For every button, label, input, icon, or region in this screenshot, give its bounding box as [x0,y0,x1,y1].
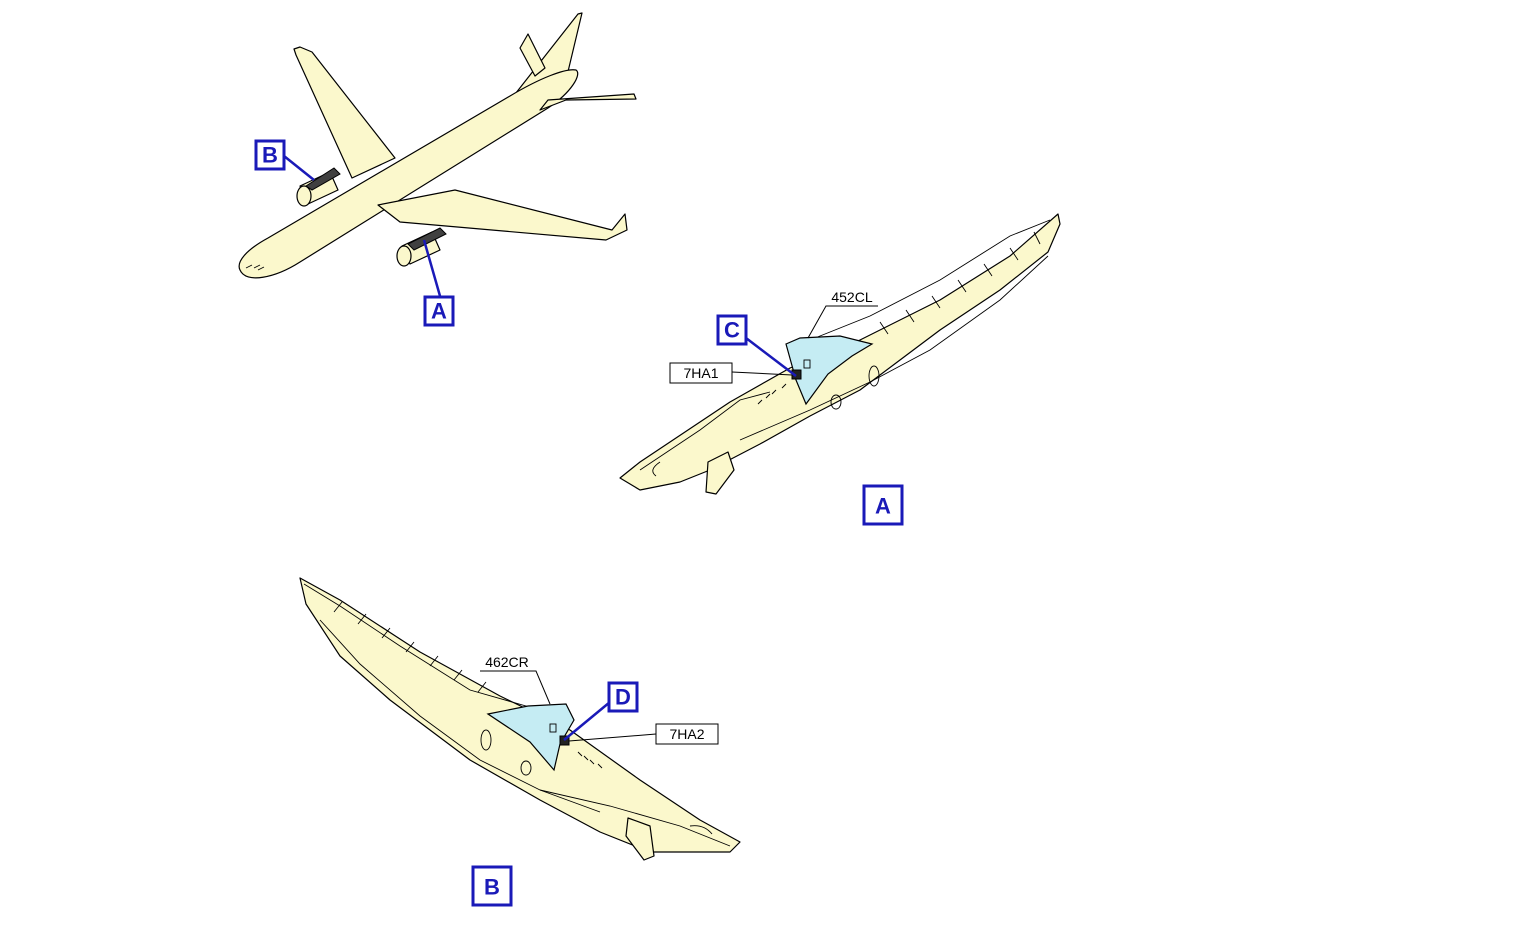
view-b-grille [549,723,557,733]
left-pylon-highlight [305,167,341,191]
view-a-lower-rail [739,255,1049,441]
view-b-462CR-leader [480,670,551,705]
view-b-ribs [333,601,487,693]
view-a-label-box [862,484,904,526]
view-a-louvers [757,383,787,405]
view-b-access-panel-462CR [486,703,575,772]
view-a-c-leader [745,337,797,377]
engine-right [396,227,447,267]
aircraft-a-callout: A [431,299,447,324]
view-a-detail-callout: C [724,318,740,343]
aircraft-b-callout-box [254,139,286,171]
view-a-grille [803,359,811,369]
view-b-7HA2-leader [568,733,657,742]
aircraft-b-leader [283,155,315,181]
view-a-item-tag: 7HA1 [683,365,718,381]
view-b-oval-port-2 [520,760,532,776]
view-b-mount [625,817,655,861]
view-a-oval-port-2 [830,394,842,410]
view-b-detail-callout: D [615,685,631,710]
cockpit-windows [245,264,265,271]
view-b-d-leader [563,701,611,741]
view-a-7HA1-leader [731,371,793,376]
view-b-label: B [484,875,500,900]
right-wing [377,189,628,241]
view-b-upper-rail [303,583,541,711]
right-pylon-illustration [619,213,1061,495]
aircraft-a-callout-box [423,295,455,327]
view-a-7HA1-box [669,362,733,384]
right-pylon-highlight [407,227,447,251]
view-a-panel-tag: 452CL [831,289,872,305]
left-wing [293,46,396,179]
view-b-d-callout-box [607,681,639,713]
aircraft-a-leader [422,239,442,297]
view-b-oval-port [480,729,492,751]
view-a-mount [705,451,735,495]
view-a-label: A [875,494,891,519]
view-a-452CL-leader [807,305,878,339]
fuselage [238,69,579,279]
view-b-louvers [577,751,603,769]
view-a-upper-rail [799,219,1051,345]
view-a-c-callout-box [716,314,748,346]
view-a-oval-port [868,365,880,387]
horizontal-stabilizer [539,93,637,111]
aircraft-b-callout: B [262,143,278,168]
view-b-7HA2-box [655,723,719,745]
view-b-lower-rail [319,619,601,813]
view-a-access-panel-452CL [785,335,874,406]
view-b-panel-tag: 462CR [485,654,529,670]
view-b-item-tag: 7HA2 [669,726,704,742]
view-b-aft-edge [539,789,731,847]
fin-dorsal [519,33,546,77]
view-a-ribs [879,231,1041,335]
view-a-forward-edge [639,391,771,477]
aircraft-illustration [238,12,637,279]
engine-left [296,167,341,207]
left-pylon-illustration [299,577,741,861]
view-b-label-box [471,865,513,907]
